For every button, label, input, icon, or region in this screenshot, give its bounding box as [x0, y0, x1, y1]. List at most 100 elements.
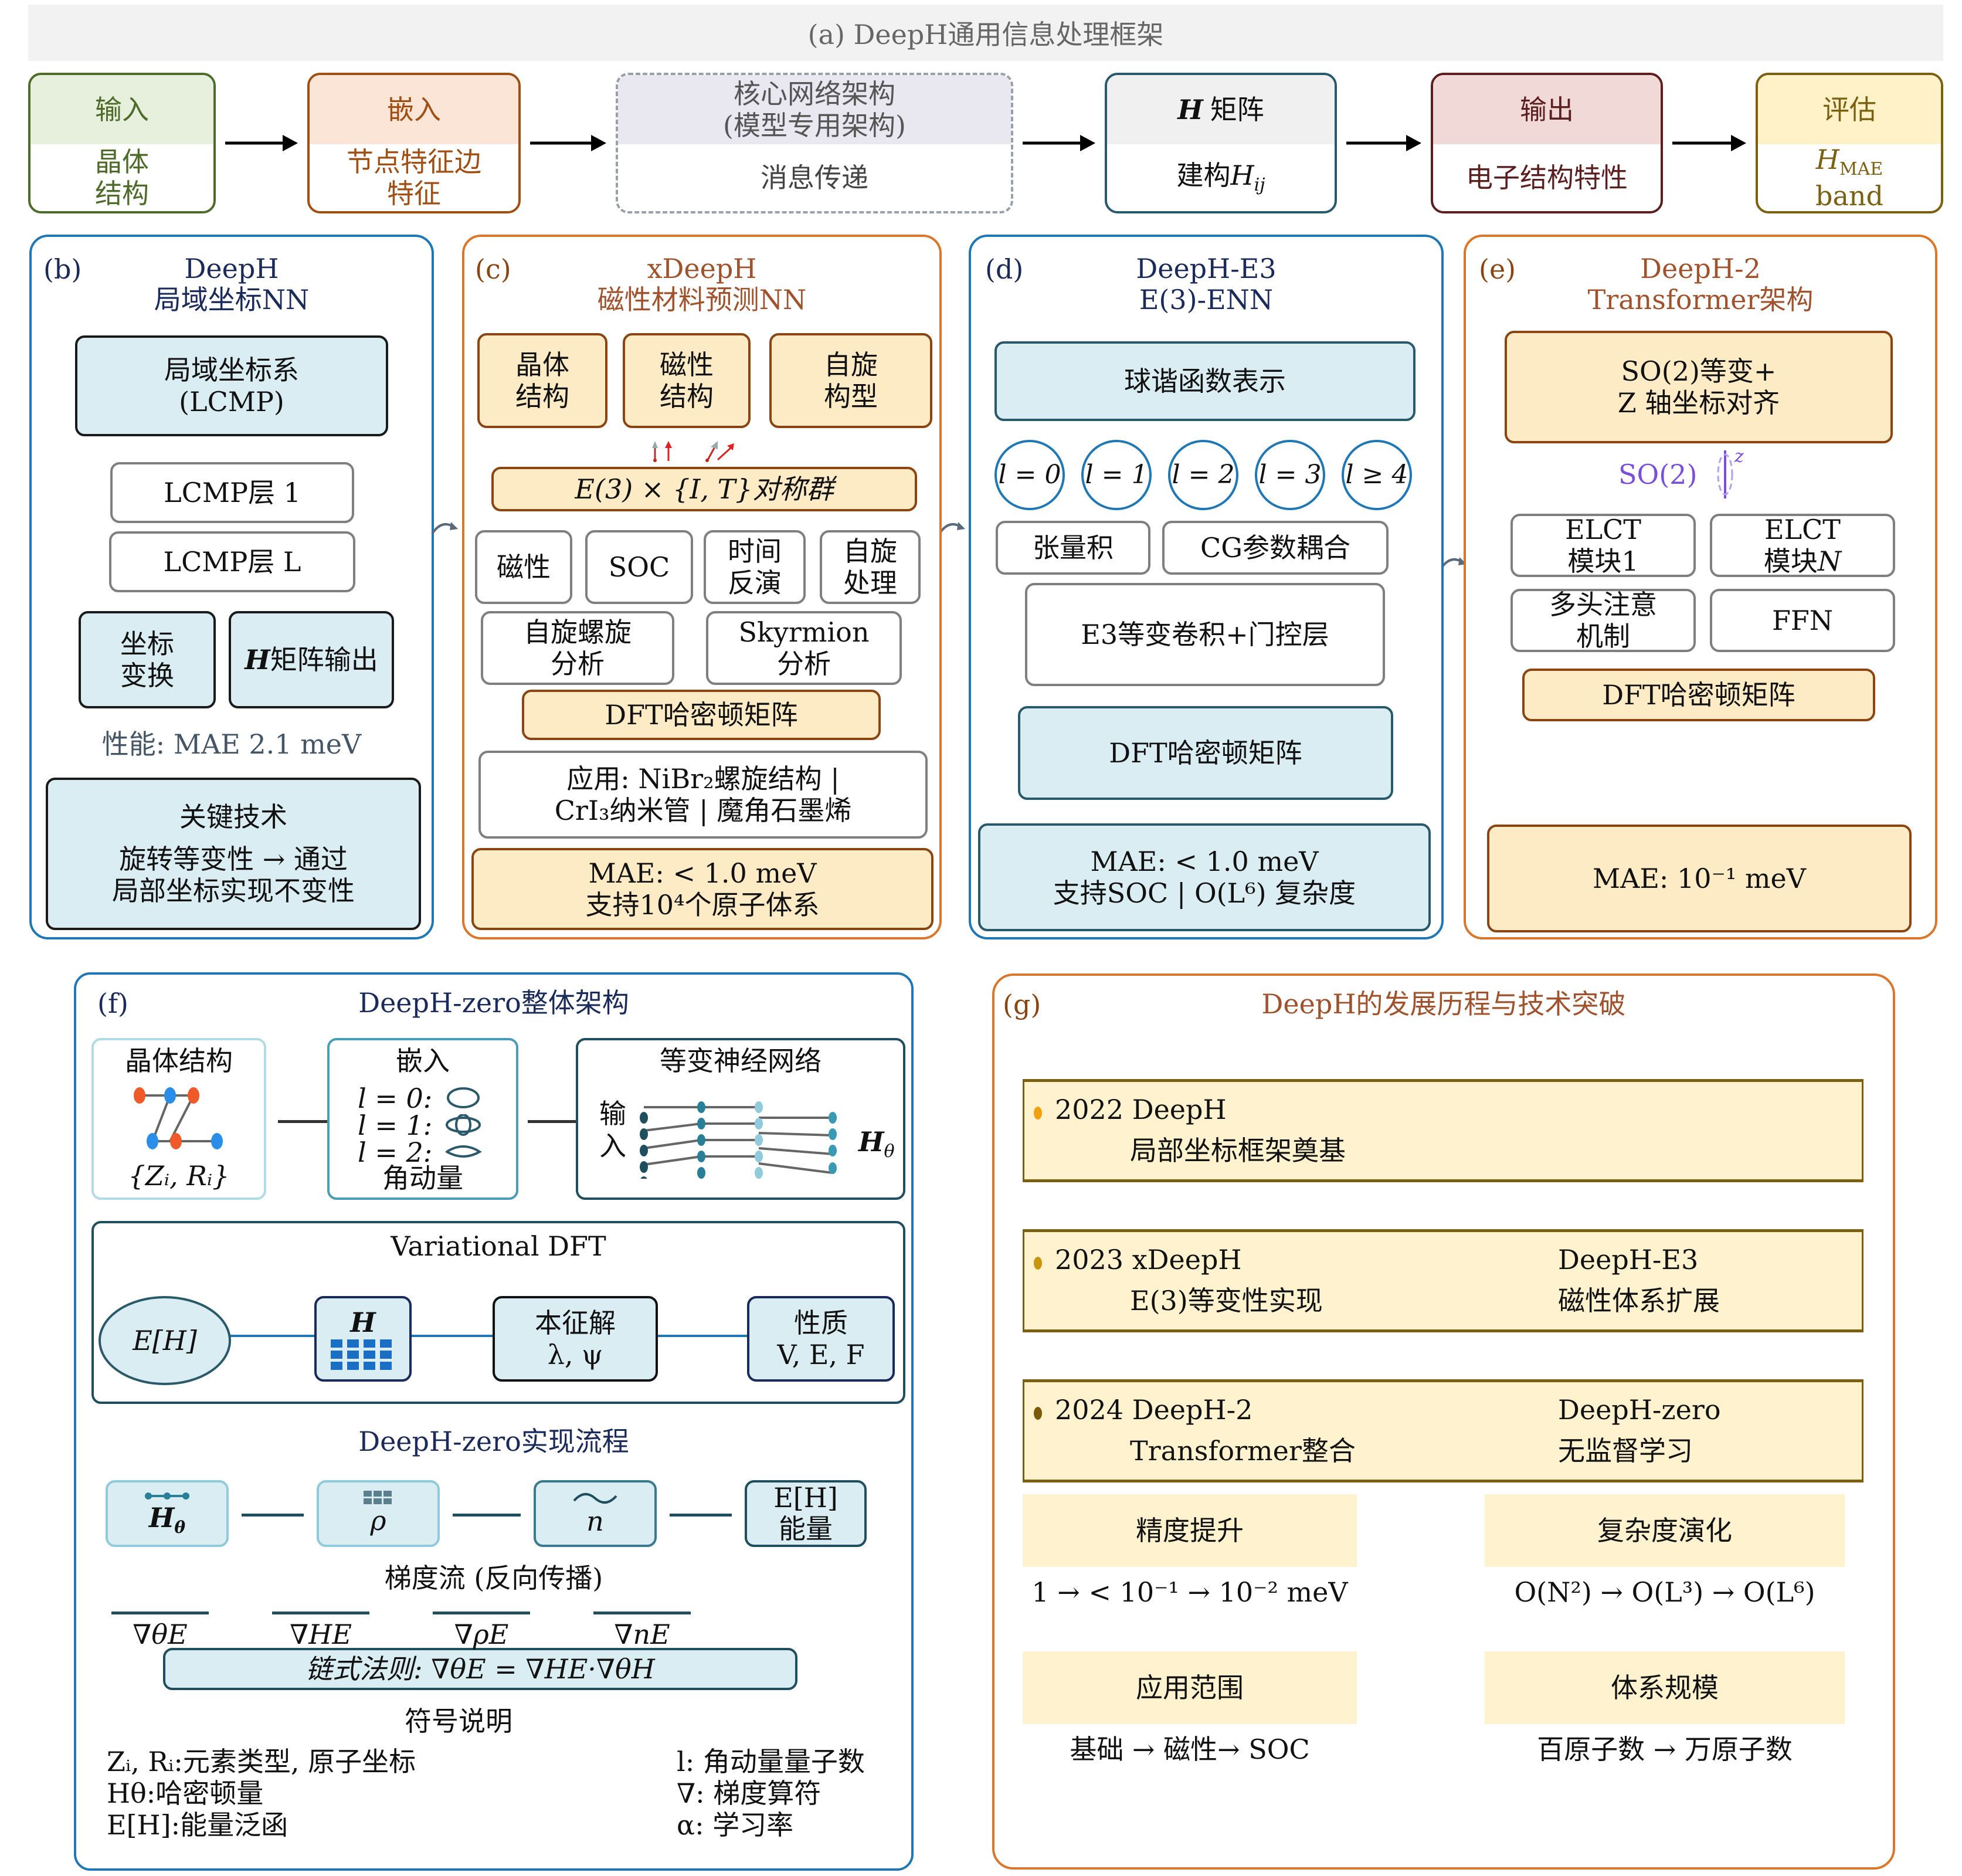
timeline-right-title: DeepH-zero	[1558, 1394, 1721, 1426]
nn-node	[697, 1101, 705, 1113]
panel-d-title-line2: E(3)-ENN	[1139, 283, 1274, 316]
so2-line2: Z 轴坐标对齐	[1617, 387, 1780, 419]
coord-transform-label: 坐标 变换	[120, 627, 174, 691]
key-tech-line2: 局部坐标实现不变性	[112, 875, 355, 907]
panel-g-label: (g)	[1003, 989, 1041, 1020]
ffn-label: FFN	[1771, 604, 1834, 636]
c-input-box: 晶体 结构	[477, 333, 607, 428]
nn-node	[640, 1128, 648, 1140]
panel-g-title: DeepH的发展历程与技术突破	[994, 989, 1893, 1020]
c-dft-label: DFT哈密顿矩阵	[605, 698, 798, 731]
e3-conv-label: E3等变卷积+门控层	[1081, 618, 1329, 650]
timeline-year-model: 2024 DeepH-2	[1055, 1394, 1253, 1426]
gradient-bar	[433, 1612, 530, 1614]
flow-node-label: ρ	[370, 1504, 386, 1536]
h-symbol: H	[1230, 160, 1254, 192]
panel-d-title: DeepH-E3 E(3)-ENN	[971, 253, 1441, 316]
lcmp-layer-L: LCMP层 L	[109, 531, 355, 592]
h-output-label: 矩阵输出	[270, 643, 378, 676]
panel-g-title-text: DeepH的发展历程与技术突破	[1261, 988, 1626, 1020]
spin-arrows-icon	[652, 441, 734, 462]
lcmp-layer-L-label: LCMP层 L	[163, 545, 301, 578]
flow-title: DeepH-zero实现流程	[76, 1426, 911, 1457]
d-mae-line2: 支持SOC | O(L⁶) 复杂度	[1053, 877, 1356, 909]
d-dft-label: DFT哈密顿矩阵	[1109, 737, 1302, 769]
c-dft-box: DFT哈密顿矩阵	[522, 690, 881, 740]
c-analysis-box: 自旋螺旋 分析	[481, 611, 674, 685]
flow-node: n	[534, 1480, 657, 1547]
panel-b-title-line2: 局域坐标NN	[154, 283, 310, 316]
neural-network-graph	[640, 1101, 837, 1179]
tensor-product-box: 张量积	[996, 521, 1150, 575]
variational-dft-box: Variational DFT E[H] H 本征解 λ, ψ 性质 V, E,…	[91, 1221, 905, 1404]
flow-node: Hθ	[106, 1480, 229, 1547]
panel-a-title: (a) DeepH通用信息处理框架	[807, 19, 1164, 50]
so2-alignment-box: SO(2)等变+ Z 轴坐标对齐	[1505, 331, 1893, 443]
e-dft-label: DFT哈密顿矩阵	[1602, 679, 1795, 711]
applications-box: 应用: NiBr₂螺旋结构 | CrI₃纳米管 | 魔角石墨烯	[478, 751, 928, 839]
nn-node	[829, 1112, 837, 1124]
lcmp-frame-label: 局域坐标系	[164, 354, 299, 386]
symmetry-group-box: E(3) × {I, T}对称群	[491, 467, 917, 511]
applications-line2: CrI₃纳米管 | 魔角石墨烯	[554, 795, 852, 826]
timeline-description: Transformer整合	[1130, 1435, 1356, 1467]
panel-e: (e) DeepH-2 Transformer架构 SO(2)等变+ Z 轴坐标…	[1464, 235, 1937, 939]
legend-item: Zᵢ, Rᵢ:元素类型, 原子坐标	[107, 1746, 416, 1777]
pipeline-step-body-text: HMAE	[1816, 144, 1883, 180]
gradient-label: ∇ρE	[454, 1619, 509, 1650]
gradient-label: ∇θE	[133, 1619, 188, 1650]
multi-head-attention-label: 多头注意 机制	[1549, 588, 1657, 652]
nn-node	[829, 1162, 837, 1174]
pipeline-step: 输入晶体 结构	[28, 73, 216, 213]
nn-node	[755, 1118, 763, 1129]
elct-block-N-line1: ELCT	[1764, 513, 1841, 545]
spherical-harmonics-box: 球谐函数表示	[994, 341, 1416, 421]
orbital-p-icon	[446, 1114, 481, 1137]
nn-node	[697, 1151, 705, 1162]
equivariant-nn-title: 等变神经网络	[660, 1045, 822, 1077]
ffn-box: FFN	[1710, 589, 1895, 652]
timeline-year-model: 2022 DeepH	[1055, 1094, 1227, 1125]
panel-e-title: DeepH-2 Transformer架构	[1466, 253, 1935, 316]
equivariant-nn-box: 等变神经网络 输 入 Hθ	[576, 1038, 905, 1200]
connector-line	[278, 1120, 327, 1123]
legend-item: Hθ:哈密顿量	[107, 1777, 264, 1809]
cg-coupling-box: CG参数耦合	[1162, 521, 1389, 575]
nn-node	[640, 1145, 648, 1156]
symmetry-group-label: E(3) × {I, T}对称群	[575, 473, 834, 505]
gradient-label: ∇nE	[614, 1619, 670, 1650]
eigen-solution-label: 本征解 λ, ψ	[535, 1307, 616, 1370]
connector-c-d	[938, 522, 965, 535]
legend-item: E[H]:能量泛函	[107, 1809, 288, 1841]
panel-c-title-line2: 磁性材料预测NN	[597, 283, 807, 316]
nn-node	[640, 1112, 648, 1124]
flow-node-label: n	[586, 1505, 604, 1537]
timeline-right-title: DeepH-E3	[1558, 1244, 1699, 1275]
c-feature-box: 自旋 处理	[820, 530, 921, 604]
nn-edge	[758, 1147, 833, 1155]
lcmp-layer-1: LCMP层 1	[110, 462, 354, 523]
matrix-grid-icon	[331, 1339, 392, 1370]
panel-e-title-line1: DeepH-2	[1640, 253, 1761, 284]
nn-edge	[758, 1132, 833, 1137]
nn-node	[697, 1134, 705, 1146]
gradient-title: 梯度流 (反向传播)	[76, 1562, 911, 1594]
elct-block-N-index: N	[1817, 545, 1842, 577]
gradient-label: ∇HE	[290, 1619, 352, 1650]
orbital-d-icon	[446, 1145, 482, 1158]
wave-icon	[573, 1492, 617, 1504]
panel-b: (b) DeepH 局域坐标NN 局域坐标系 (LCMP) LCMP层 1 LC…	[29, 235, 434, 939]
d-dft-box: DFT哈密顿矩阵	[1018, 706, 1393, 800]
nn-edge	[643, 1155, 702, 1166]
h-symbol: H	[245, 643, 270, 676]
metric-tile: 精度提升	[1023, 1494, 1357, 1567]
crystal-structure-caption: {Zᵢ, Rᵢ}	[128, 1159, 230, 1192]
embedding-box: 嵌入 角动量 l = 0:l = 1:l = 2:	[327, 1038, 518, 1200]
cg-coupling-label: CG参数耦合	[1200, 531, 1350, 564]
metric-tile: 应用范围	[1023, 1651, 1357, 1724]
